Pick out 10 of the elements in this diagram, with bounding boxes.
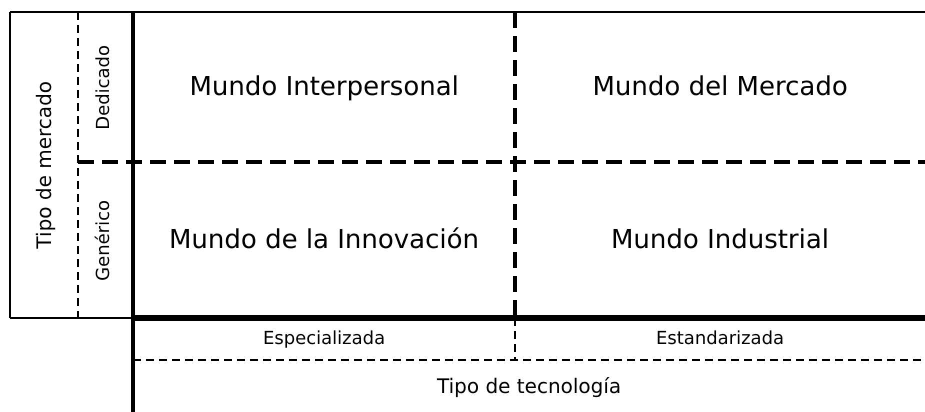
category-label: Especializada [263,329,386,349]
category-label: Estandarizada [656,329,784,349]
axis-title: Tipo de mercado [33,81,55,249]
category-label: Dedicado [94,44,114,130]
category-label: Genérico [94,200,114,280]
quadrant-label: Mundo de la Innovación [169,226,480,254]
quadrant-label: Mundo del Mercado [592,72,848,102]
quadrant-label: Mundo Interpersonal [190,72,459,102]
quadrant-label: Mundo Industrial [611,226,830,254]
axis-title: Tipo de tecnología [437,375,622,397]
